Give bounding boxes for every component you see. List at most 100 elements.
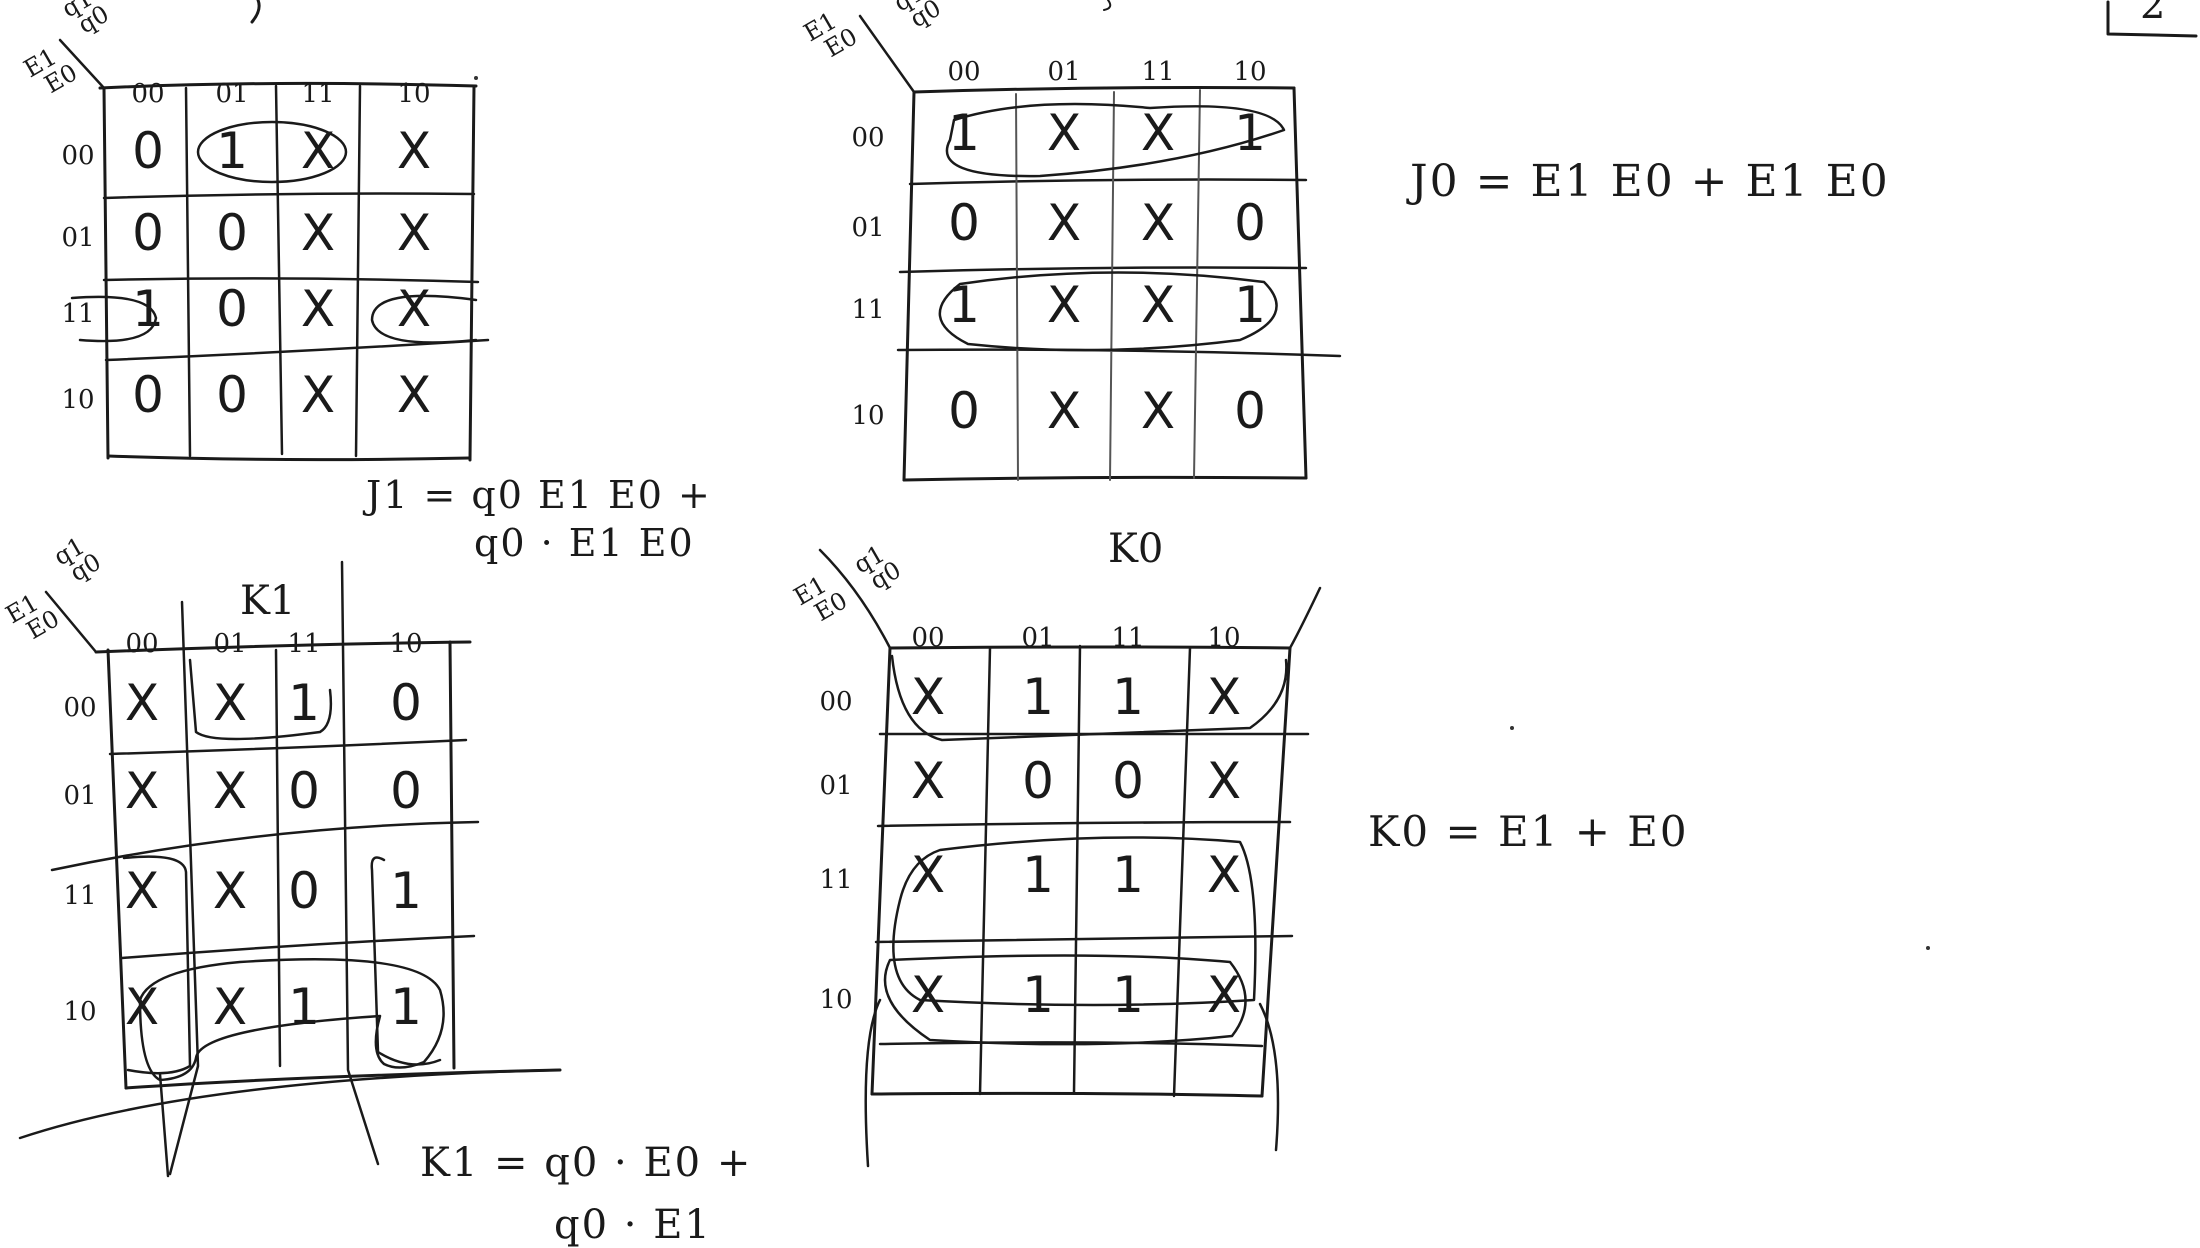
kmap-cell: X [1207, 846, 1241, 904]
kmap-cell: X [397, 280, 431, 338]
kmap-cell: X [301, 280, 335, 338]
kmap-row-label: 00 [819, 687, 852, 717]
kmap-cell: 0 [1234, 382, 1266, 440]
kmap-cell: X [213, 862, 247, 920]
kmap-equation-line: K0 = E1 + E0 [1368, 807, 1689, 856]
kmap-cell: 0 [132, 204, 164, 262]
kmap-cell: X [213, 978, 247, 1036]
kmap-row-label: 11 [851, 295, 884, 325]
kmap-cell: 1 [1234, 104, 1266, 162]
kmap-cell: X [1207, 668, 1241, 726]
kmap-cell: X [911, 668, 945, 726]
kmap-cell: 0 [216, 204, 248, 262]
kmap-cell: 0 [1022, 752, 1054, 810]
kmap-cell: 0 [132, 366, 164, 424]
kmap-cell: X [397, 204, 431, 262]
kmap-column-label: 00 [911, 623, 944, 653]
kmap-cell: X [397, 366, 431, 424]
kmap-row-label: 10 [851, 401, 884, 431]
kmap-row-label: 01 [819, 771, 852, 801]
kmap-column-label: 11 [1141, 57, 1174, 87]
kmap-cell: 0 [216, 280, 248, 338]
kmap-column-label: 11 [287, 629, 320, 659]
kmap-corner-left-label: E1E0 [19, 38, 82, 104]
kmap-cell: 0 [132, 122, 164, 180]
kmap-title: K1 [240, 578, 295, 624]
kmap-cell: X [1141, 194, 1175, 252]
stray-dot [474, 76, 478, 80]
kmap-cell: 0 [288, 762, 320, 820]
kmap-equation-line: q0 · E1 [554, 1202, 712, 1248]
kmap-row-label: 01 [61, 223, 94, 253]
kmap-row-label: 10 [61, 385, 94, 415]
kmap-cell: X [1141, 382, 1175, 440]
kmap-column-label: 00 [125, 629, 158, 659]
kmap-column-label: 11 [1111, 623, 1144, 653]
kmap-row-label: 10 [819, 985, 852, 1015]
kmap-cell: X [301, 122, 335, 180]
kmap-equation-line: K1 = q0 · E0 + [420, 1140, 752, 1186]
kmap-cell: X [1141, 276, 1175, 334]
kmap-cell: X [125, 762, 159, 820]
kmap-cell: 0 [948, 382, 980, 440]
kmap-cell: X [1141, 104, 1175, 162]
kmap-equation-line: q0 · E1 E0 [474, 521, 695, 565]
kmap-cell: X [911, 752, 945, 810]
kmap-column-label: 00 [947, 57, 980, 87]
karnaugh-map-j0 [858, 14, 1342, 482]
kmap-cell: X [1047, 104, 1081, 162]
kmap-cell: X [301, 204, 335, 262]
kmap-cell: X [125, 862, 159, 920]
kmap-equation-line: J0 = E1 E0 + E1 E0 [1406, 156, 1890, 207]
kmap-cell: X [213, 674, 247, 732]
kmap-title: K0 [1108, 526, 1163, 572]
kmap-cell: 1 [1022, 668, 1054, 726]
kmap-column-label: 10 [1233, 57, 1266, 87]
kmap-row-label: 11 [61, 299, 94, 329]
kmap-cell: X [1047, 194, 1081, 252]
kmap-corner-top-label: q1q0 [889, 0, 946, 36]
kmap-cell: 1 [1234, 276, 1266, 334]
kmap-corner-top-label: q1q0 [49, 529, 106, 591]
kmap-cell: X [1047, 276, 1081, 334]
kmap-column-label: 01 [1047, 57, 1080, 87]
kmap-column-label: 10 [389, 629, 422, 659]
karnaugh-map-k0 [818, 548, 1322, 1168]
kmap-cell: X [125, 978, 159, 1036]
kmap-cell: X [911, 846, 945, 904]
kmap-column-label: 01 [215, 79, 248, 109]
page-mark: 2 [2106, 0, 2198, 38]
kmap-cell: 0 [1112, 752, 1144, 810]
kmap-corner-top-label: q1q0 [57, 0, 114, 42]
kmap-cell: X [125, 674, 159, 732]
kmap-cell: 1 [1112, 846, 1144, 904]
kmap-column-label: 10 [397, 79, 430, 109]
kmap-cell: 0 [1234, 194, 1266, 252]
kmap-cell: 1 [288, 674, 320, 732]
kmap-cell: X [1047, 382, 1081, 440]
kmap-cell: 1 [132, 280, 164, 338]
kmap-row-label: 01 [63, 781, 96, 811]
kmap-cell: 1 [948, 276, 980, 334]
kmap-corner-left-label: E1E0 [799, 2, 862, 68]
kmap-cell: X [213, 762, 247, 820]
karnaugh-map-k1 [18, 560, 562, 1178]
kmap-corner-top-label: q1q0 [849, 537, 906, 599]
kmap-cell: 0 [288, 862, 320, 920]
kmap-row-label: 10 [63, 997, 96, 1027]
kmap-row-label: 11 [819, 865, 852, 895]
kmap-cell: X [911, 966, 945, 1024]
kmap-cell: X [397, 122, 431, 180]
kmap-column-label: 00 [131, 79, 164, 109]
stray-dot [1510, 726, 1514, 730]
kmap-column-label: 10 [1207, 623, 1240, 653]
kmap-row-label: 00 [61, 141, 94, 171]
kmap-column-label: 01 [1021, 623, 1054, 653]
page-mark-text: 2 [2140, 0, 2165, 28]
kmap-cell: 1 [1022, 846, 1054, 904]
kmap-cell: 1 [1112, 668, 1144, 726]
karnaugh-map-j1 [58, 38, 490, 462]
kmap-cell: X [301, 366, 335, 424]
kmap-equation-line: J1 = q0 E1 E0 + [362, 473, 712, 517]
